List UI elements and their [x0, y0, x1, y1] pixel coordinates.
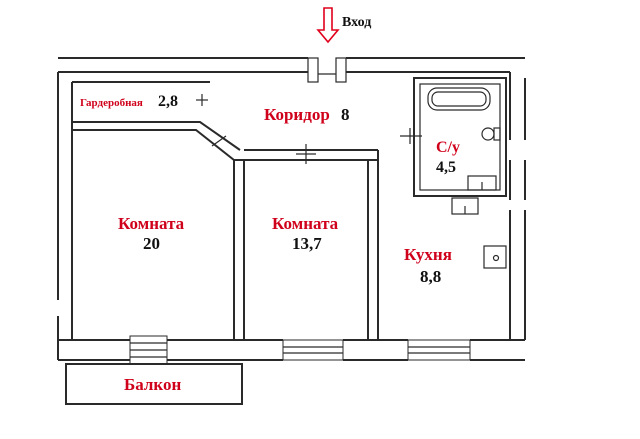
kitchen-fixtures — [451, 197, 507, 269]
wardrobe-area: 2,8 — [158, 93, 178, 110]
entrance-opening — [307, 57, 347, 83]
kitchen-name: Кухня — [404, 245, 452, 264]
wardrobe-name: Гардеробная — [80, 97, 143, 109]
outer-walls — [57, 57, 526, 361]
corridor-area: 8 — [341, 105, 350, 124]
kitchen-sink-icon — [483, 245, 507, 269]
corridor-name: Коридор — [264, 105, 330, 124]
window-room2 — [282, 339, 344, 361]
toilet-icon — [481, 127, 495, 141]
balcony-outline — [65, 363, 243, 405]
kitchen-area: 8,8 — [420, 267, 441, 286]
bathtub-icon — [427, 87, 491, 111]
bathroom-area: 4,5 — [436, 159, 456, 176]
entrance-arrow-icon — [316, 7, 340, 44]
windows — [129, 335, 471, 365]
bathroom-walls — [400, 77, 507, 197]
window-kitchen — [407, 339, 471, 361]
balcony-name: Балкон — [124, 375, 181, 394]
room2-area: 13,7 — [292, 234, 322, 253]
room-partitions — [211, 135, 379, 340]
room1-area: 20 — [143, 234, 160, 253]
room2-name: Комната — [272, 214, 339, 233]
bathroom-name: С/у — [436, 139, 460, 156]
room1-name: Комната — [118, 214, 185, 233]
wardrobe-walls — [72, 81, 378, 161]
entrance-label: Вход — [342, 15, 371, 30]
window-room1 — [129, 335, 168, 365]
